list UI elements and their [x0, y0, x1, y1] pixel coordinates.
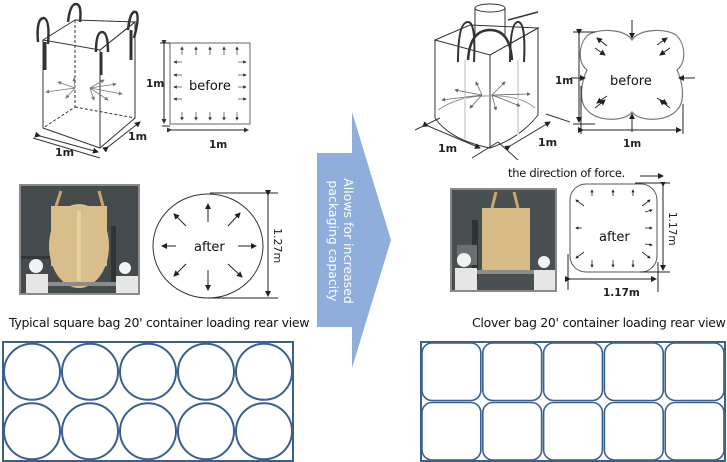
bag-width-label: 1m	[55, 146, 74, 159]
bag-circle	[3, 402, 61, 461]
force-direction-note: the direction of force.	[508, 166, 626, 180]
clover-after-width-label: 1.17m	[603, 287, 640, 299]
bag-circle	[235, 402, 293, 461]
square-bag-photo-image	[21, 186, 138, 293]
left-caption: Typical square bag 20' container loading…	[9, 315, 310, 330]
bag-rounded-square	[603, 401, 664, 461]
bag-circle	[119, 342, 177, 401]
bag-rounded-square	[482, 342, 543, 402]
bag-circle	[61, 402, 119, 461]
force-direction-arrow-icon	[640, 173, 664, 179]
bag-rounded-square	[664, 401, 725, 461]
bag-rounded-square	[542, 342, 604, 402]
capacity-arrow	[317, 112, 391, 368]
clover-bag-photo-image	[452, 190, 555, 290]
bag-rounded-square	[542, 401, 604, 461]
bag-rounded-square	[664, 342, 725, 402]
after-circle-diagram: after 1.27m	[152, 190, 284, 299]
right-caption: Clover bag 20' container loading rear vi…	[472, 315, 726, 330]
bag-circle	[177, 402, 235, 461]
arrow-label-line1: Allows for increased	[341, 178, 356, 304]
before-label: before	[189, 79, 231, 94]
clover-after-label: after	[599, 230, 630, 245]
clover-bag-photo	[450, 188, 557, 292]
clover-after-height-label: 1.17m	[666, 212, 678, 246]
clover-bag-depth-label: 1m	[538, 136, 557, 149]
after-label: after	[194, 240, 225, 255]
arrow-shape	[317, 112, 391, 368]
bag-depth-label: 1m	[128, 130, 147, 143]
clover-before-height-label: 1m	[555, 75, 573, 87]
clover-bag-container-layout	[420, 341, 726, 462]
square-bag-container-layout	[2, 341, 294, 462]
square-bag-photo	[19, 184, 140, 295]
bag-circle	[61, 342, 119, 401]
clover-before-label: before	[610, 74, 652, 89]
bag-circle	[177, 342, 235, 401]
bag-circle	[3, 342, 61, 401]
arrow-label-line2: packaging capacity	[326, 180, 341, 302]
bag-rounded-square	[482, 401, 543, 461]
before-square-diagram: before 1m 1m	[146, 40, 251, 151]
clover-bag-illustration: 1m 1m	[414, 3, 570, 161]
container-outline	[2, 341, 294, 462]
before-clover-diagram: before 1m 1m	[555, 20, 695, 150]
clover-before-width-label: 1m	[623, 138, 641, 150]
after-rounded-square-diagram: after 1.17m 1.17m	[565, 182, 678, 299]
bag-rounded-square	[421, 401, 482, 461]
capacity-arrow-label: Allows for increased packaging capacity	[326, 156, 356, 326]
square-bag-illustration: 1m 1m	[32, 2, 147, 159]
before-width-label: 1m	[209, 139, 227, 151]
bag-rounded-square	[421, 342, 482, 402]
container-outline	[420, 341, 726, 462]
bag-circle	[235, 342, 293, 401]
clover-bag-width-label: 1m	[438, 142, 457, 155]
bag-rounded-square	[603, 342, 664, 402]
before-height-label: 1m	[146, 78, 164, 90]
after-diameter-label: 1.27m	[271, 228, 284, 263]
bag-circle	[119, 402, 177, 461]
